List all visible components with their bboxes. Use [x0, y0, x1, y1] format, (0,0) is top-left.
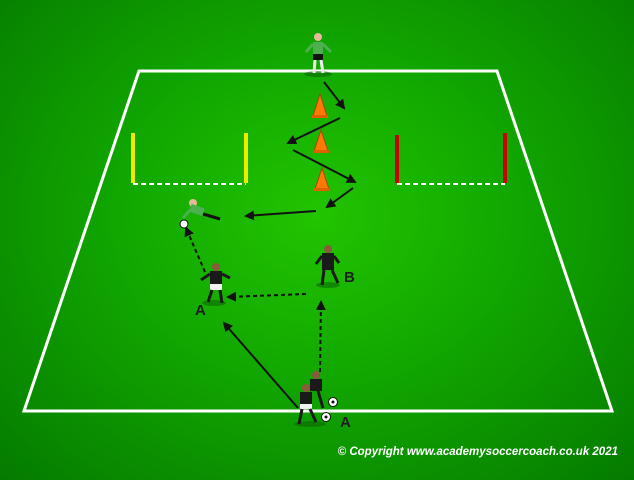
player-b-label: B: [344, 269, 355, 286]
pole-goal-right: [395, 133, 507, 185]
pass-path: [184, 226, 326, 373]
player-a-upper: [200, 263, 231, 306]
player-a-label-bottom: A: [340, 414, 351, 431]
ball-icon: [328, 397, 338, 407]
player-a-label-upper: A: [195, 302, 206, 319]
cone-icon: [314, 166, 330, 191]
cone-icon: [313, 128, 329, 153]
goalkeeper-top: [304, 33, 333, 77]
cone-icon: [312, 92, 328, 118]
ball-icon: [321, 412, 331, 422]
copyright-text: © Copyright www.academysoccercoach.co.uk…: [337, 446, 618, 458]
player-a-bottom: [294, 371, 326, 427]
player-b: [314, 245, 341, 288]
pitch-boundary: [21, 69, 615, 413]
pole-goal-left: [131, 133, 248, 185]
dribble-path: [222, 81, 357, 409]
goalkeeper-diving: [179, 199, 221, 229]
